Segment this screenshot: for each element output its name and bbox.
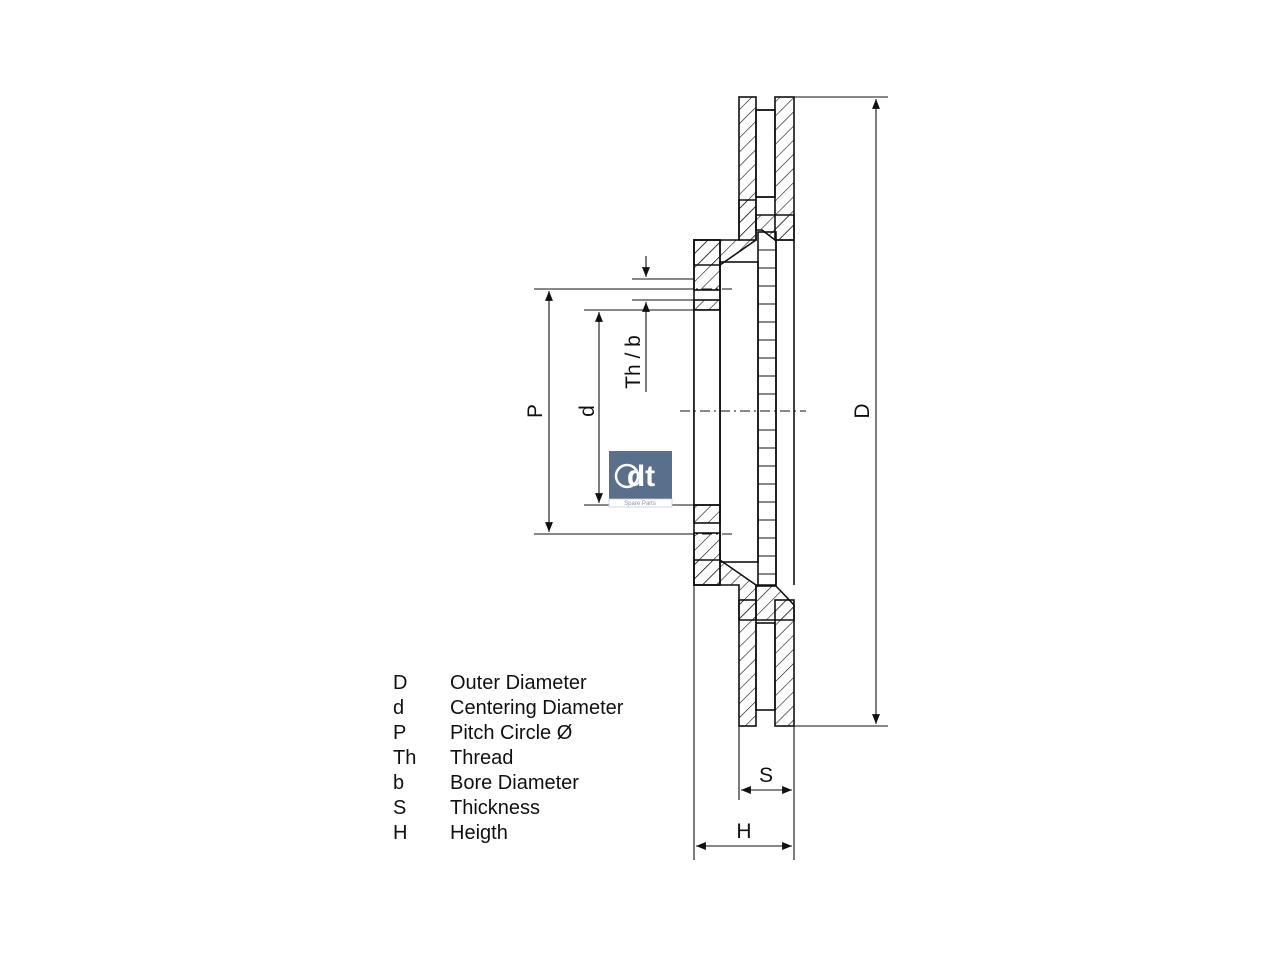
- legend-symbol: Th: [393, 747, 417, 769]
- legend-symbol: S: [393, 797, 407, 819]
- legend-row-b: b Bore Diameter: [393, 771, 623, 796]
- dim-label-S: S: [759, 764, 773, 787]
- legend-symbol: b: [393, 772, 405, 794]
- extension-lines: [534, 96, 888, 860]
- legend-label: Bore Diameter: [450, 772, 579, 794]
- logo-subtext: Spare Parts: [624, 501, 656, 507]
- legend-symbol: d: [393, 697, 405, 719]
- lower-inner-plate: [774, 599, 795, 727]
- upper-web: [755, 214, 795, 241]
- legend-symbol: H: [393, 822, 408, 844]
- legend-label: Thickness: [450, 797, 541, 819]
- vent-column: [757, 231, 777, 587]
- legend-row-Th: Th Thread: [393, 746, 623, 771]
- dim-label-D: D: [851, 403, 874, 418]
- disc-section: [693, 96, 795, 727]
- legend-row-S: S Thickness: [393, 796, 623, 821]
- legend-row-D: D Outer Diameter: [393, 671, 623, 696]
- logo-mark-icon: [614, 463, 640, 489]
- legend-label: Heigth: [450, 822, 508, 844]
- dim-label-th-b: Th / b: [622, 335, 645, 389]
- lower-outer-plate: [738, 599, 757, 727]
- dimension-lines: [545, 99, 880, 850]
- dim-label-P: P: [524, 404, 547, 418]
- legend-row-P: P Pitch Circle Ø: [393, 721, 623, 746]
- legend-symbol: D: [393, 672, 408, 694]
- legend-row-H: H Heigth: [393, 821, 623, 846]
- logo-badge: [609, 451, 672, 499]
- legend-label: Pitch Circle Ø: [450, 722, 573, 744]
- legend-symbol: P: [393, 722, 407, 744]
- legend-label: Thread: [450, 747, 514, 769]
- legend: D Outer Diameter d Centering Diameter P Pit…: [393, 671, 623, 846]
- dt-logo: dt Spare Parts: [608, 451, 673, 508]
- dim-label-d: d: [576, 405, 599, 417]
- legend-label: Outer Diameter: [450, 672, 587, 694]
- logo-text: dt: [627, 460, 655, 493]
- dim-label-H: H: [736, 820, 751, 843]
- legend-row-d: d Centering Diameter: [393, 696, 623, 721]
- legend-label: Centering Diameter: [450, 697, 624, 719]
